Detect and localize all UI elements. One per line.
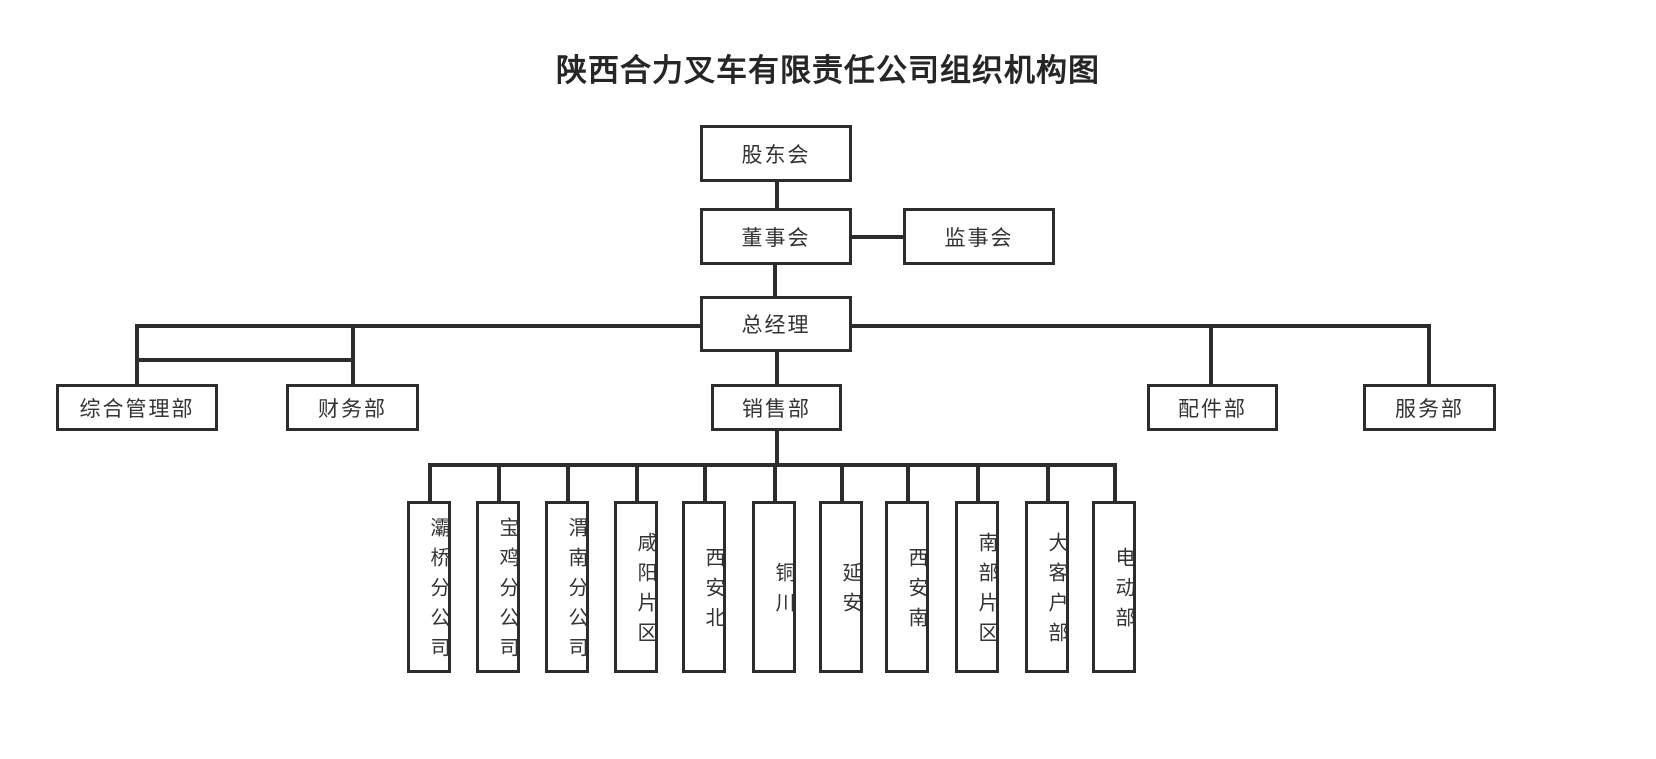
page-title: 陕西合力叉车有限责任公司组织机构图: [556, 53, 1100, 88]
connector-drop-service: [1427, 324, 1431, 386]
node-unit-tongchuan[interactable]: 铜川: [752, 501, 796, 673]
connector-drop-unit-2: [497, 463, 501, 503]
connector-board-gm: [773, 263, 777, 298]
connector-drop-unit-1: [428, 463, 432, 503]
node-unit-bqiao-branch[interactable]: 灞桥分公司: [407, 501, 451, 673]
connector-drop-unit-5: [703, 463, 707, 503]
node-dept-parts[interactable]: 配件部: [1147, 384, 1278, 431]
connector-drop-unit-11: [1113, 463, 1117, 503]
connector-drop-unit-10: [1046, 463, 1050, 503]
node-unit-xian-south[interactable]: 西安南: [885, 501, 929, 673]
connector-sales-bus-riser: [775, 428, 779, 466]
node-dept-service[interactable]: 服务部: [1363, 384, 1496, 431]
node-unit-south-area[interactable]: 南部片区: [955, 501, 999, 673]
connector-drop-unit-4: [635, 463, 639, 503]
node-dept-general-management[interactable]: 综合管理部: [56, 384, 218, 431]
connector-gm-left-bus: [135, 324, 700, 328]
connector-drop-unit-6: [773, 463, 777, 503]
node-dept-finance[interactable]: 财务部: [286, 384, 419, 431]
node-unit-key-accounts[interactable]: 大客户部: [1025, 501, 1069, 673]
node-board-of-directors[interactable]: 董事会: [700, 208, 852, 265]
connector-board-supervisors: [851, 235, 906, 239]
connector-drop-unit-7: [840, 463, 844, 503]
node-shareholders[interactable]: 股东会: [700, 125, 852, 182]
connector-gm-sales: [775, 348, 779, 386]
connector-gm-left-branch: [135, 358, 355, 362]
connector-gm-left-bus-riser: [135, 324, 139, 362]
connector-drop-unit-9: [976, 463, 980, 503]
node-supervisory-board[interactable]: 监事会: [903, 208, 1055, 265]
connector-gm-right-bus: [851, 324, 1431, 328]
node-unit-yanan[interactable]: 延安: [819, 501, 863, 673]
node-dept-sales[interactable]: 销售部: [711, 384, 842, 431]
connector-drop-finance: [351, 324, 355, 386]
connector-sales-bus: [428, 463, 1115, 467]
connector-drop-parts: [1209, 324, 1213, 386]
node-unit-xianyang-area[interactable]: 咸阳片区: [614, 501, 658, 673]
node-general-manager[interactable]: 总经理: [700, 296, 852, 352]
node-unit-xian-north[interactable]: 西安北: [682, 501, 726, 673]
connector-drop-unit-8: [906, 463, 910, 503]
connector-drop-general-mgmt: [135, 358, 139, 386]
connector-shareholders-board: [775, 180, 779, 210]
node-unit-weinan-branch[interactable]: 渭南分公司: [545, 501, 589, 673]
node-unit-electric[interactable]: 电动部: [1092, 501, 1136, 673]
connector-drop-unit-3: [566, 463, 570, 503]
node-unit-baoji-branch[interactable]: 宝鸡分公司: [476, 501, 520, 673]
